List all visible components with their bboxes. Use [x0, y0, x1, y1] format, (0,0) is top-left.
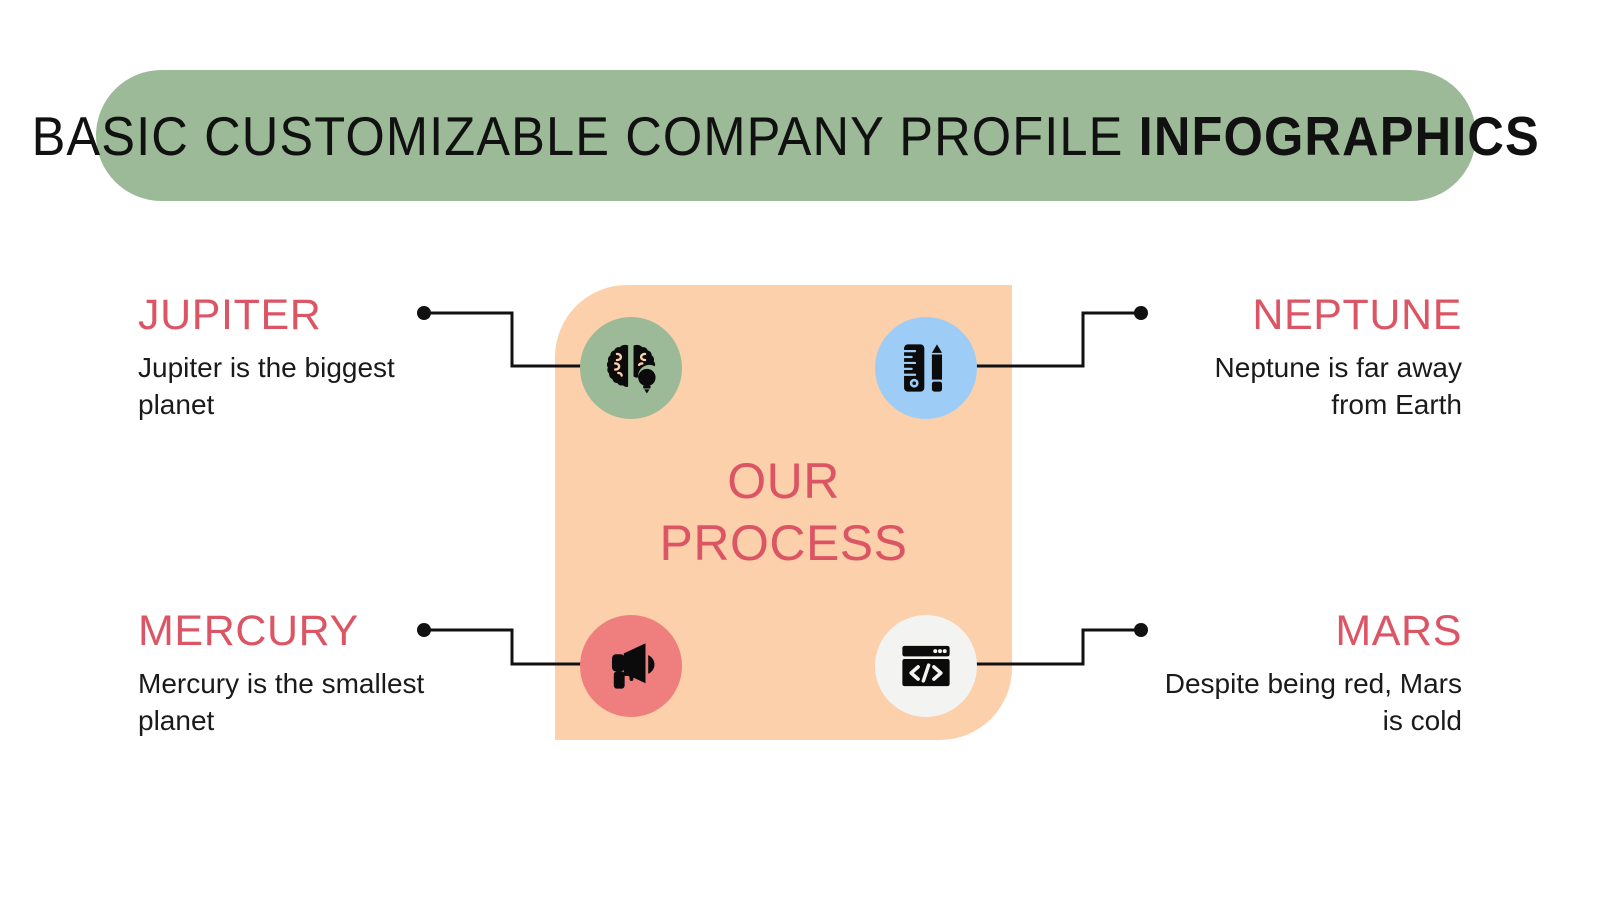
ruler-pencil-icon[interactable]: [875, 317, 977, 419]
title-banner: BASIC CUSTOMIZABLE COMPANY PROFILE INFOG…: [32, 70, 1539, 201]
info-description-jupiter: Jupiter is the biggest planet: [138, 352, 395, 420]
info-block-jupiter: JUPITER Jupiter is the biggest planet: [138, 290, 438, 423]
info-title-jupiter: JUPITER: [138, 291, 322, 339]
info-description-neptune: Neptune is far away from Earth: [1214, 352, 1462, 420]
info-title-mercury: MERCURY: [138, 607, 359, 655]
page-title: BASIC CUSTOMIZABLE COMPANY PROFILE INFOG…: [32, 104, 1540, 168]
info-description-mars: Despite being red, Mars is cold: [1164, 668, 1462, 736]
megaphone-icon[interactable]: [580, 615, 682, 717]
page-title-emphasis: INFOGRAPHICS: [1138, 104, 1541, 167]
info-block-mars: MARS Despite being red, Mars is cold: [1162, 606, 1462, 739]
info-title-neptune: NEPTUNE: [1252, 291, 1462, 339]
process-label: OUR PROCESS: [659, 453, 908, 571]
brain-idea-icon[interactable]: [580, 317, 682, 419]
page-title-plain: BASIC CUSTOMIZABLE COMPANY PROFILE: [31, 104, 1139, 167]
code-window-icon[interactable]: [875, 615, 977, 717]
info-title-mars: MARS: [1335, 607, 1462, 655]
info-block-mercury: MERCURY Mercury is the smallest planet: [138, 606, 438, 739]
info-block-neptune: NEPTUNE Neptune is far away from Earth: [1162, 290, 1462, 423]
info-description-mercury: Mercury is the smallest planet: [138, 668, 425, 736]
